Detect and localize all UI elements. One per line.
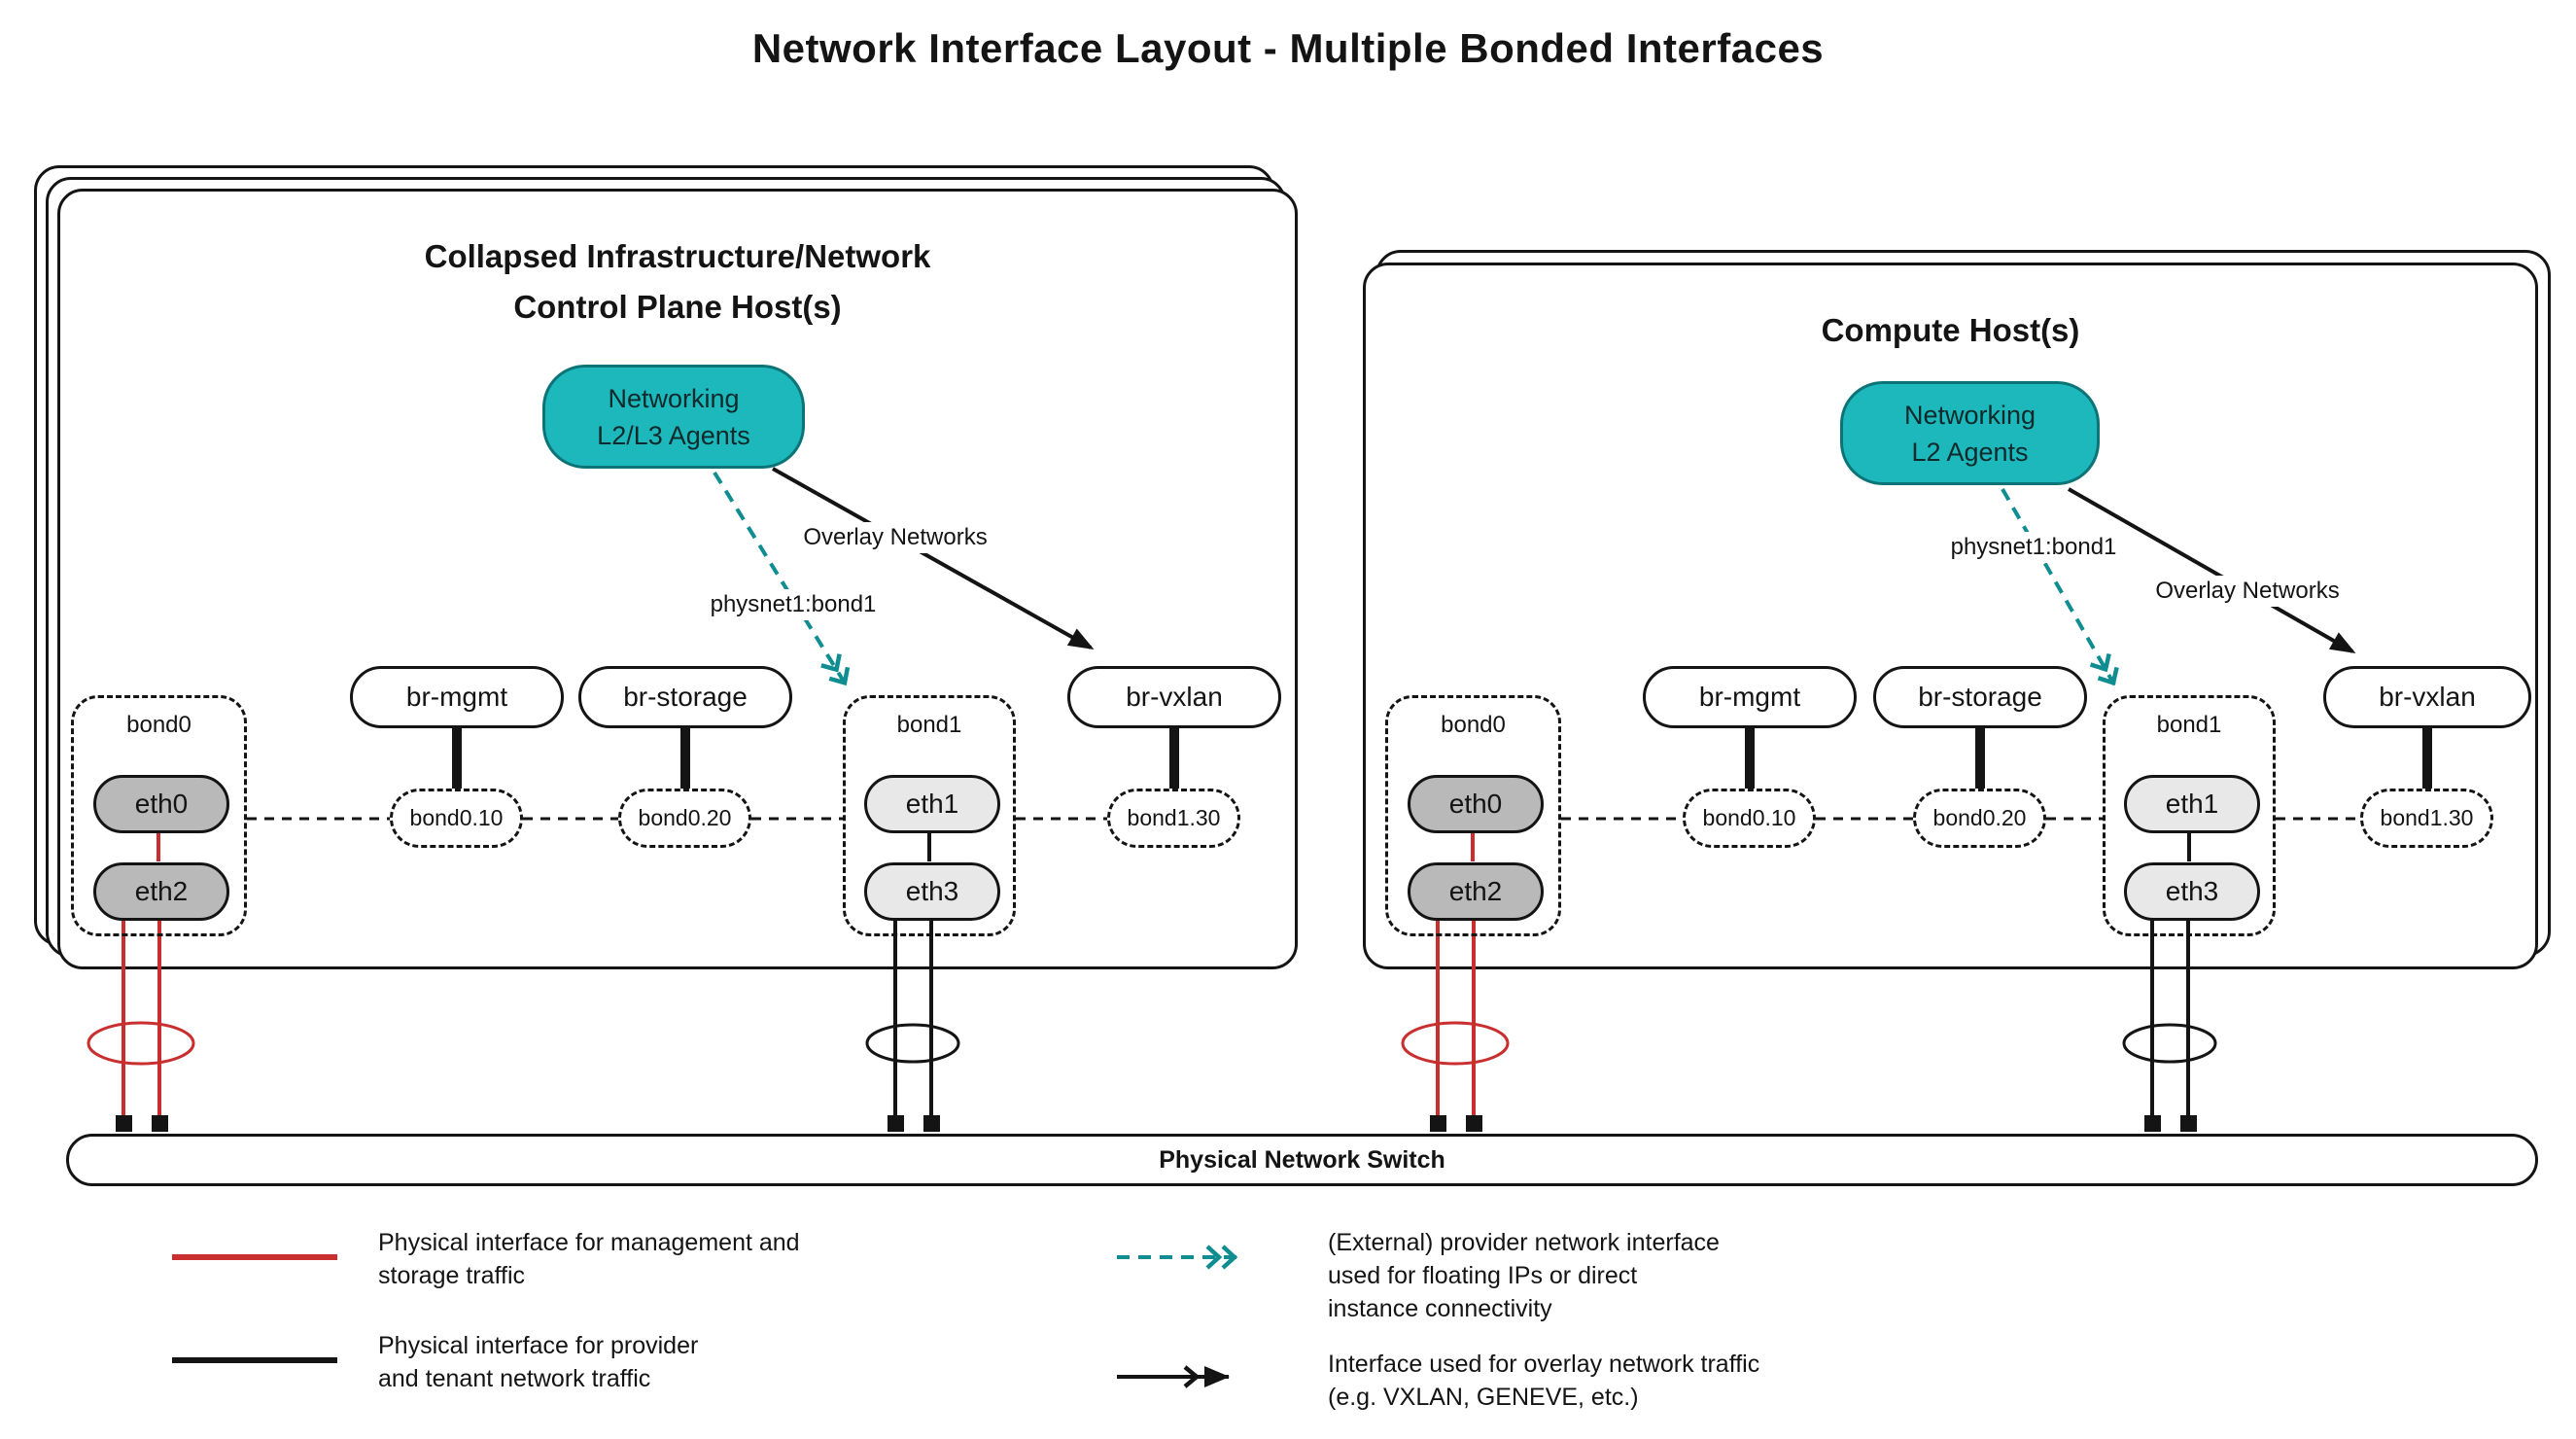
- compute-agent-line1: Networking: [1903, 400, 2036, 430]
- control-eth2-node: eth2: [93, 862, 229, 921]
- compute-bond0-label: bond0: [1441, 712, 1506, 738]
- control-physnet-arrow-label: physnet1:bond1: [702, 589, 885, 620]
- compute-bond1-group-ellipse: [2122, 1023, 2217, 1064]
- compute-eth0-node: eth0: [1408, 775, 1544, 833]
- compute-switch-port3: [2144, 1115, 2161, 1132]
- control-host-title-line2: Control Plane Host(s): [513, 289, 842, 325]
- legend-provider-text-line1: Physical interface for provider: [378, 1332, 699, 1359]
- compute-br-mgmt-node: br-mgmt: [1643, 666, 1857, 728]
- physical-network-switch: Physical Network Switch: [66, 1134, 2538, 1186]
- compute-physnet-arrow-label: physnet1:bond1: [1942, 532, 2125, 563]
- control-bond0-group: bond0 eth0 eth2: [71, 695, 247, 936]
- control-eth1-node: eth1: [864, 775, 1000, 833]
- compute-br-storage-node: br-storage: [1873, 666, 2087, 728]
- control-eth0-node: eth0: [93, 775, 229, 833]
- legend-overlay-text: Interface used for overlay network traff…: [1328, 1348, 1759, 1414]
- compute-eth1-node: eth1: [2124, 775, 2260, 833]
- compute-switch-port2: [1466, 1115, 1482, 1132]
- control-host-title-line1: Collapsed Infrastructure/Network: [424, 238, 931, 274]
- legend-mgmt-text: Physical interface for management and st…: [378, 1226, 800, 1292]
- control-bond0-group-ellipse: [87, 1021, 195, 1066]
- control-bond1.30-node: bond1.30: [1107, 789, 1240, 848]
- legend-mgmt-text-line1: Physical interface for management and: [378, 1229, 800, 1256]
- diagram-title: Network Interface Layout - Multiple Bond…: [751, 25, 1825, 71]
- compute-agent-line2: L2 Agents: [1911, 437, 2029, 467]
- legend-overlay-text-line1: Interface used for overlay network traff…: [1328, 1351, 1760, 1378]
- legend-external-text-line3: instance connectivity: [1328, 1295, 1552, 1322]
- control-switch-port1: [116, 1115, 132, 1132]
- compute-overlay-arrow-label: Overlay Networks: [2147, 576, 2348, 607]
- control-networking-agents-node: Networking L2/L3 Agents: [542, 365, 805, 469]
- legend-provider-text-line2: and tenant network traffic: [378, 1365, 651, 1392]
- control-switch-port2: [152, 1115, 168, 1132]
- legend-external-text-line2: used for floating IPs or direct: [1328, 1262, 1638, 1289]
- compute-host-title-line1: Compute Host(s): [1821, 312, 2080, 348]
- control-bond0.20-node: bond0.20: [618, 789, 751, 848]
- control-bond1-group-ellipse: [865, 1023, 960, 1064]
- compute-eth3-node: eth3: [2124, 862, 2260, 921]
- compute-bond0-group: bond0 eth0 eth2: [1385, 695, 1561, 936]
- compute-switch-port4: [2180, 1115, 2197, 1132]
- compute-bond0-group-ellipse: [1401, 1021, 1510, 1066]
- compute-eth2-node: eth2: [1408, 862, 1544, 921]
- compute-bond1-group: bond1 eth1 eth3: [2103, 695, 2276, 936]
- control-bond0-label: bond0: [126, 712, 191, 738]
- control-bond1-group: bond1 eth1 eth3: [843, 695, 1016, 936]
- control-br-storage-node: br-storage: [578, 666, 792, 728]
- compute-bond1.30-node: bond1.30: [2360, 789, 2493, 848]
- legend-mgmt-text-line2: storage traffic: [378, 1262, 526, 1289]
- legend-external-text-line1: (External) provider network interface: [1328, 1229, 1720, 1256]
- control-eth3-node: eth3: [864, 862, 1000, 921]
- control-agent-line2: L2/L3 Agents: [597, 420, 750, 450]
- legend-overlay-text-line2: (e.g. VXLAN, GENEVE, etc.): [1328, 1384, 1639, 1411]
- control-host-title: Collapsed Infrastructure/Network Control…: [57, 231, 1298, 333]
- control-switch-port4: [923, 1115, 940, 1132]
- compute-host-title: Compute Host(s): [1363, 305, 2538, 356]
- legend-external-text: (External) provider network interface us…: [1328, 1226, 1720, 1325]
- control-bond1-label: bond1: [896, 712, 962, 738]
- control-switch-port3: [888, 1115, 904, 1132]
- compute-bond1-label: bond1: [2156, 712, 2222, 738]
- control-bond0.10-node: bond0.10: [390, 789, 523, 848]
- control-br-vxlan-node: br-vxlan: [1067, 666, 1281, 728]
- compute-switch-port1: [1430, 1115, 1446, 1132]
- control-agent-line1: Networking: [608, 383, 740, 413]
- compute-bond0.20-node: bond0.20: [1913, 789, 2046, 848]
- control-overlay-arrow-label: Overlay Networks: [795, 522, 995, 553]
- compute-br-vxlan-node: br-vxlan: [2323, 666, 2531, 728]
- control-br-mgmt-node: br-mgmt: [350, 666, 564, 728]
- compute-networking-agents-node: Networking L2 Agents: [1840, 381, 2100, 485]
- compute-bond0.10-node: bond0.10: [1683, 789, 1816, 848]
- legend-provider-text: Physical interface for provider and tena…: [378, 1329, 698, 1395]
